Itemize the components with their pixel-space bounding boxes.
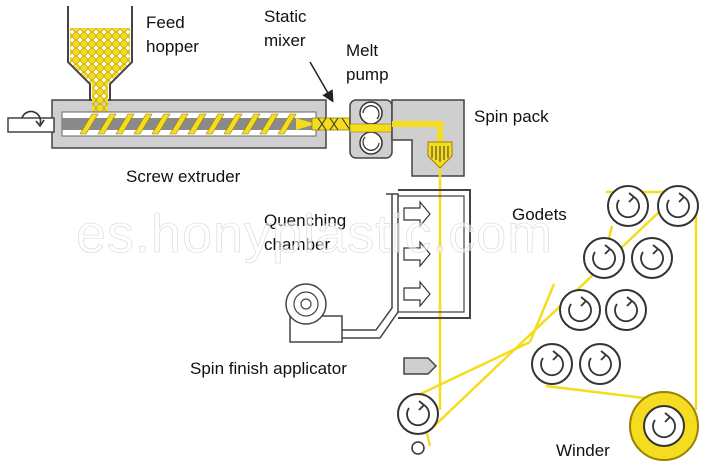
label-winder: Winder [556,441,610,460]
label-feed-hopper-line2: hopper [146,37,199,56]
guide-roll [397,393,439,455]
melt-pump [349,99,393,159]
label-feed-hopper-line1: Feed [146,13,185,32]
godet-roll [607,185,649,227]
label-godets: Godets [512,205,567,224]
godet-roll [531,343,573,385]
godet-roll [605,289,647,331]
winder [629,391,699,461]
godet-roll [631,237,673,279]
filament-path [411,168,698,447]
gear-pump-icon [359,101,383,155]
label-melt-pump-line2: pump [346,65,389,84]
label-melt-pump-line1: Melt [346,41,378,60]
label-static-mixer-line2: mixer [264,31,306,50]
spin-pack [391,99,465,177]
quenching-chamber [340,189,471,339]
label-static-mixer-line1: Static [264,7,307,26]
godet-roll [579,343,621,385]
label-quenching-line1: Quenching [264,211,346,230]
label-spin-pack: Spin pack [474,107,549,126]
spin-finish-applicator [403,357,438,375]
label-screw-extruder: Screw extruder [126,167,241,186]
godet-roll [559,289,601,331]
feed-hopper [67,6,133,112]
blower-fan-icon [285,283,343,343]
label-quenching-line2: chamber [264,235,330,254]
extruder-screw [62,113,316,135]
label-spin-finish-applicator: Spin finish applicator [190,359,347,378]
rotation-arrow-icon [21,110,42,125]
static-mixer [309,61,351,131]
godet-roll [583,237,625,279]
watermark: es.honyplastic.com [76,204,553,264]
screw-extruder [7,99,327,149]
godet-roll [657,185,699,227]
